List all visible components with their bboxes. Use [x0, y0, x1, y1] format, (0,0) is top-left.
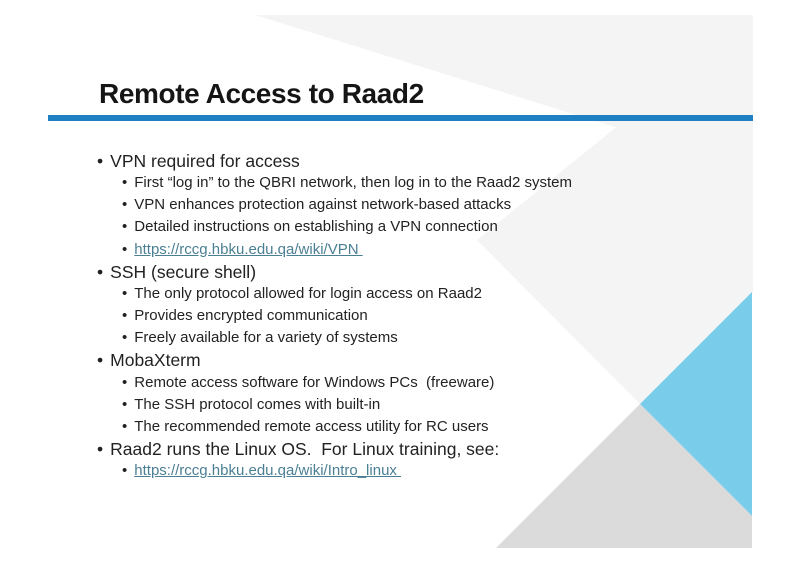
bullet-level1: VPN required for access — [97, 150, 745, 172]
bullet-level2: Provides encrypted communication — [97, 305, 745, 327]
bullet-level2: VPN enhances protection against network-… — [97, 194, 745, 216]
bullet-level2: The SSH protocol comes with built-in — [97, 394, 745, 416]
title-accent-rule — [48, 115, 753, 121]
page-title: Remote Access to Raad2 — [99, 78, 424, 109]
bullet-level2: First “log in” to the QBRI network, then… — [97, 172, 745, 194]
wiki-link[interactable]: https://rccg.hbku.edu.qa/wiki/Intro_linu… — [134, 462, 402, 480]
bullet-level2: Remote access software for Windows PCs (… — [97, 372, 745, 394]
bullet-level1: Raad2 runs the Linux OS. For Linux train… — [97, 438, 745, 460]
bullet-level1: SSH (secure shell) — [97, 261, 745, 283]
bullet-level2-link-line: https://rccg.hbku.edu.qa/wiki/Intro_linu… — [97, 460, 745, 482]
bullet-level2: The only protocol allowed for login acce… — [97, 283, 745, 305]
bullet-level2: The recommended remote access utility fo… — [97, 416, 745, 438]
bullet-level2: Detailed instructions on establishing a … — [97, 216, 745, 238]
bullet-level2-link-line: https://rccg.hbku.edu.qa/wiki/VPN — [97, 239, 745, 261]
wiki-link[interactable]: https://rccg.hbku.edu.qa/wiki/VPN — [134, 240, 363, 258]
bullet-level1: MobaXterm — [97, 349, 745, 371]
bullet-list: VPN required for accessFirst “log in” to… — [97, 150, 745, 482]
bullet-level2: Freely available for a variety of system… — [97, 327, 745, 349]
